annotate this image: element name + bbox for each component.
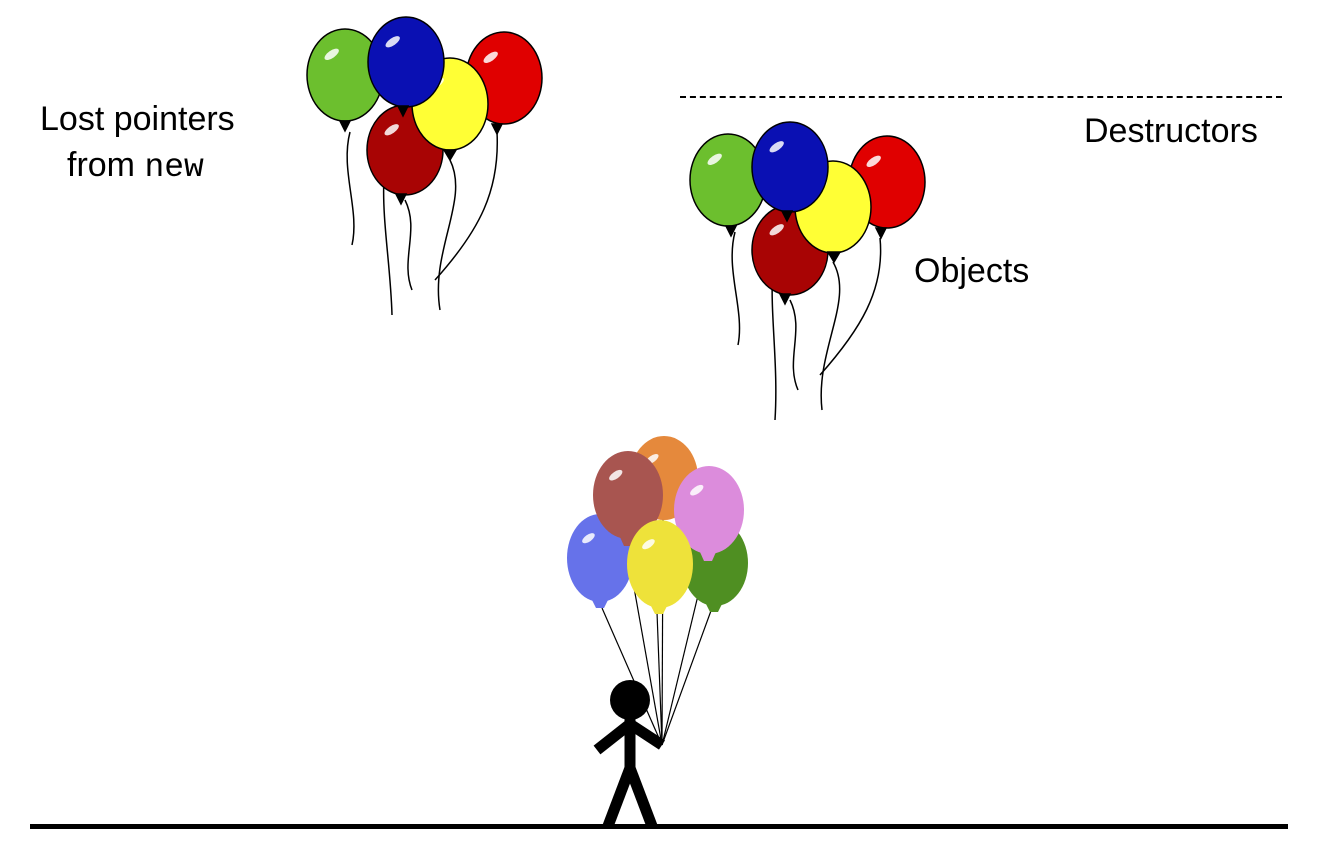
balloon-highlight — [690, 484, 704, 496]
ground-line — [30, 824, 1288, 829]
balloon-highlight — [582, 533, 595, 544]
balloon-icon — [593, 451, 663, 546]
object-balloons — [689, 121, 926, 306]
dashed-separator — [680, 96, 1282, 98]
lost-pointers-line2: from new — [40, 142, 235, 191]
balloon-highlight — [769, 141, 784, 153]
balloon-icon — [627, 520, 693, 614]
balloon-highlight — [384, 124, 399, 136]
balloon-highlight — [707, 153, 722, 165]
objects-label: Objects — [914, 252, 1030, 290]
lost-pointers-label: Lost pointers from new — [40, 96, 235, 191]
new-keyword: new — [144, 149, 204, 186]
balloon-highlight — [385, 36, 400, 48]
balloon-highlight — [483, 51, 498, 63]
balloon-highlight — [769, 224, 784, 236]
held-balloons — [567, 436, 748, 614]
destructors-label: Destructors — [1084, 112, 1258, 150]
balloon-highlight — [642, 539, 655, 550]
lost-pointers-line1: Lost pointers — [40, 100, 235, 138]
balloon-icon — [674, 466, 744, 561]
balloon-highlight — [866, 155, 881, 167]
stick-figure-icon — [593, 680, 666, 828]
balloon-icon — [367, 16, 445, 118]
balloon-icon — [751, 121, 829, 223]
lost-pointers-from: from — [67, 146, 145, 184]
balloon-highlight — [609, 469, 623, 481]
balloon-highlight — [324, 48, 339, 60]
balloon-icon — [306, 28, 384, 133]
lost-balloons — [306, 16, 543, 206]
